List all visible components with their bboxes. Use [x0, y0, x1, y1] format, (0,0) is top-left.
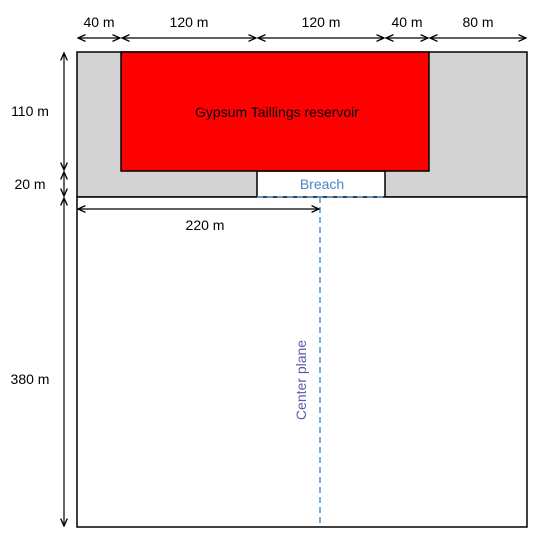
dim-top-label-2: 120 m [170, 14, 209, 30]
reservoir-label: Gypsum Taillings reservoir [195, 104, 359, 120]
dim-inner-label: 220 m [186, 217, 225, 233]
dim-left-label-1: 110 m [11, 103, 49, 119]
reservoir [120, 51, 430, 172]
dim-left-label-2: 20 m [14, 176, 45, 192]
dim-top-label-5: 80 m [462, 14, 493, 30]
dim-top-label-3: 120 m [302, 14, 341, 30]
breach-label: Breach [300, 176, 344, 192]
dim-top-label-4: 40 m [391, 14, 422, 30]
breach-gap [257, 171, 385, 197]
dim-left-label-3: 380 m [11, 371, 50, 387]
downstream-domain [76, 196, 528, 528]
center-plane-label: Center plane [293, 340, 309, 420]
dim-top-label-1: 40 m [83, 14, 114, 30]
